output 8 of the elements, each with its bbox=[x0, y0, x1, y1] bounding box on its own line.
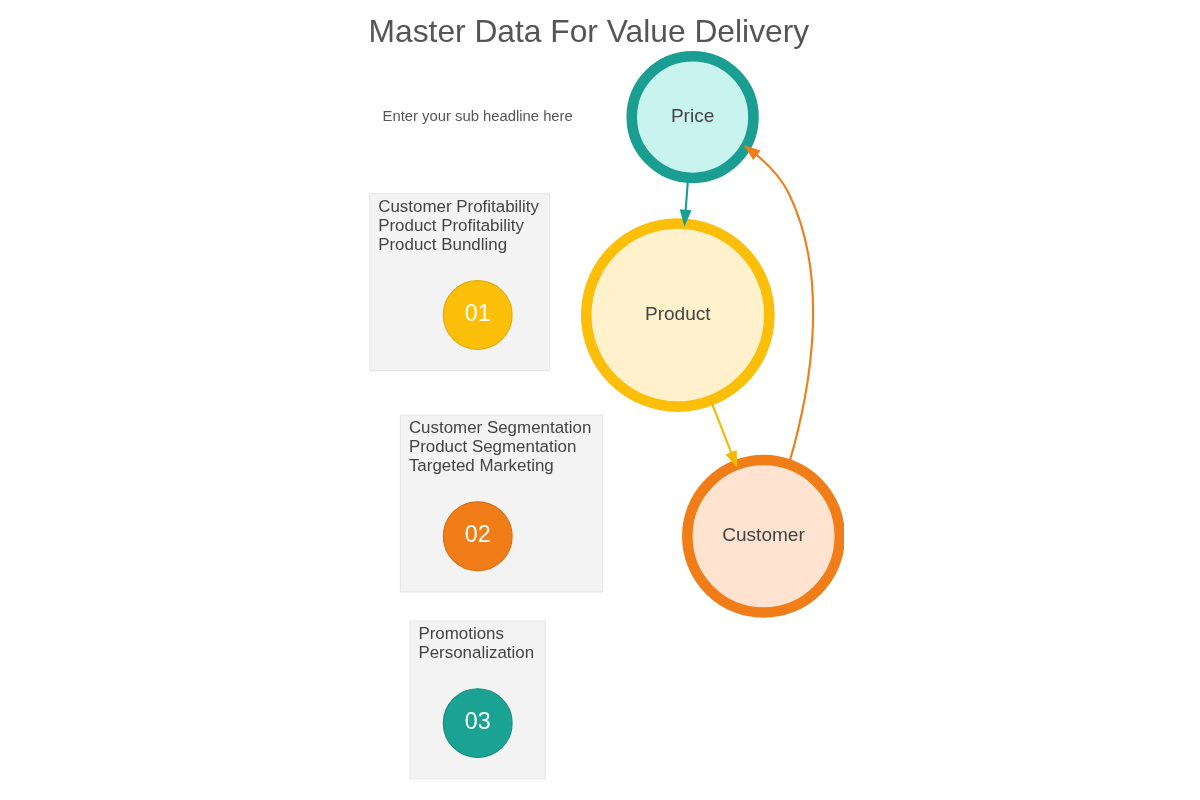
node-circle: Product bbox=[580, 218, 775, 412]
label: Enter your sub headline here bbox=[382, 107, 573, 124]
node-circle: 02 bbox=[442, 501, 513, 572]
arrow bbox=[709, 400, 737, 469]
node-circle: 03 bbox=[442, 688, 513, 759]
diagram-title: Master Data For Value Delivery bbox=[368, 13, 809, 50]
node-circle: Customer bbox=[681, 454, 844, 618]
node-circle: 01 bbox=[442, 280, 513, 350]
